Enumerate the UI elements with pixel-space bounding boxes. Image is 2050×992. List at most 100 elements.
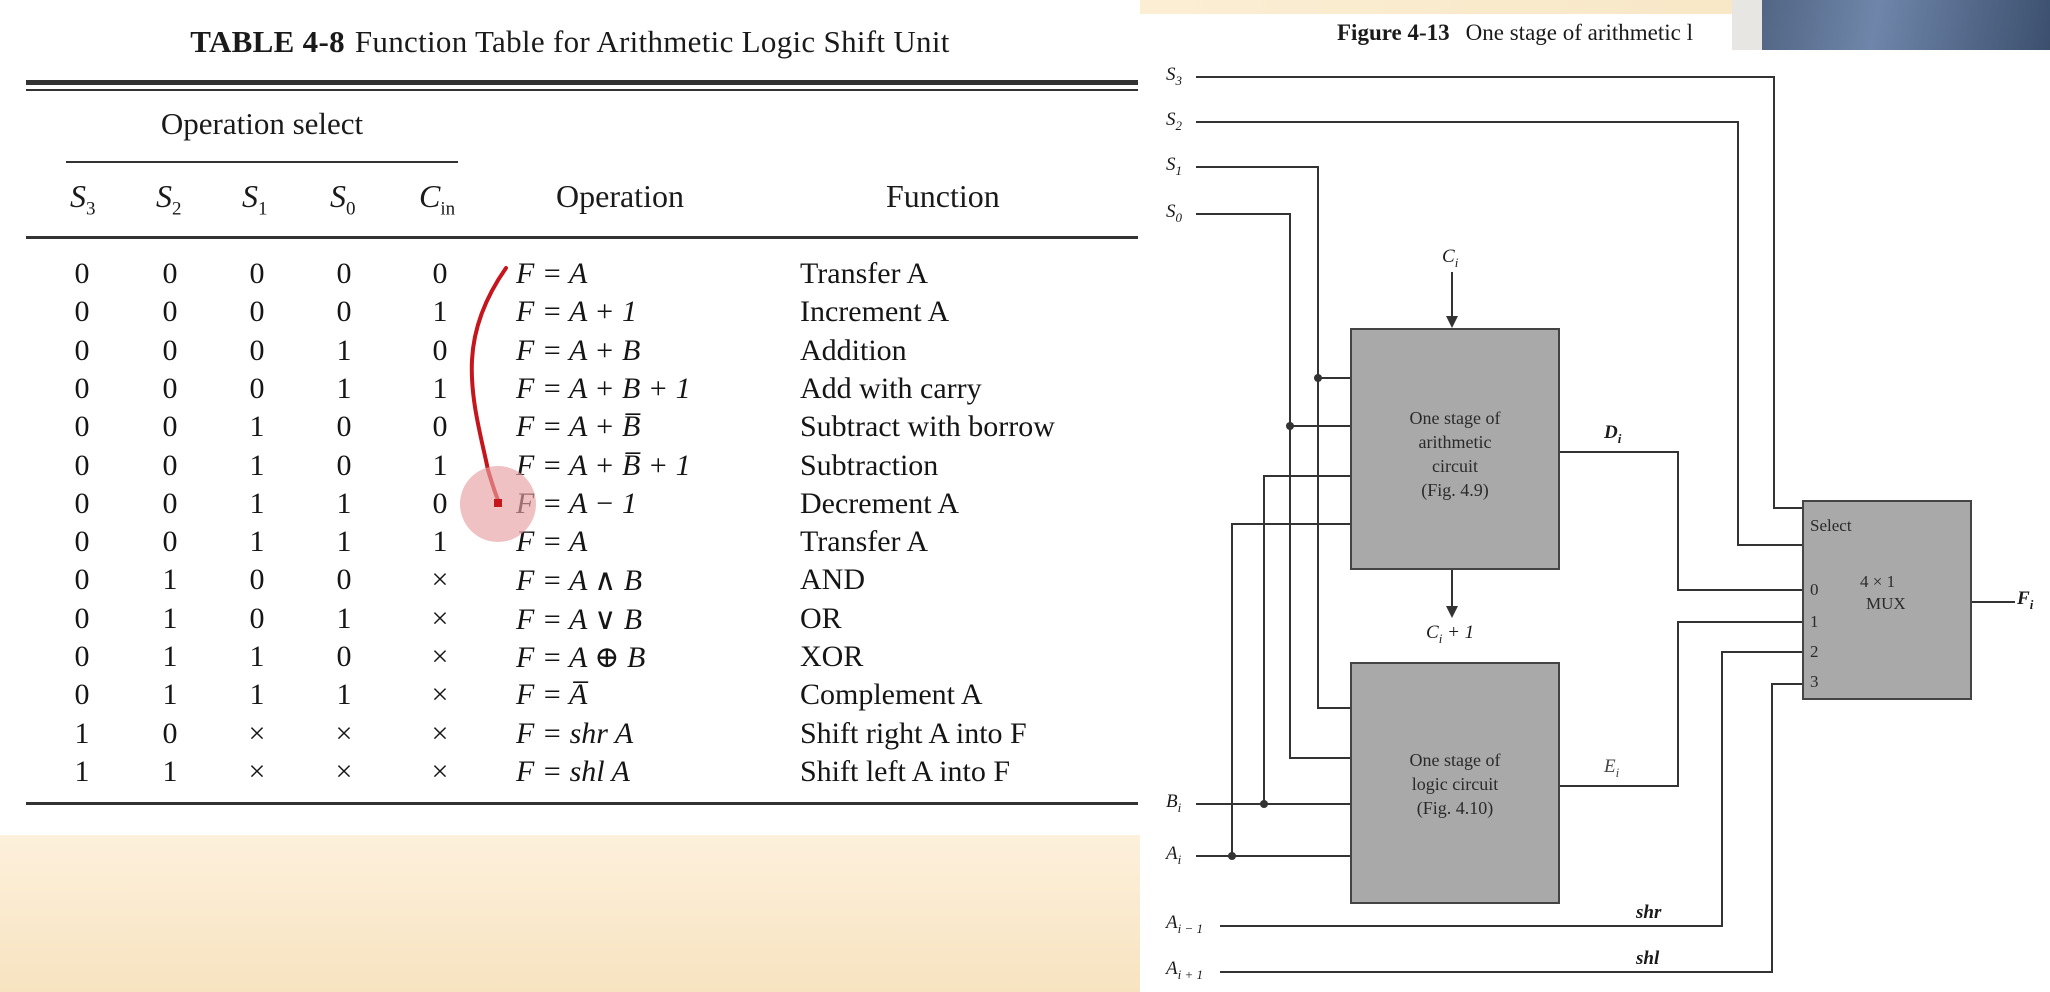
junction-bi <box>1260 800 1268 808</box>
label-bi: Bi <box>1166 791 1182 815</box>
cell-s1: 0 <box>249 257 265 290</box>
table-number: TABLE 4-8 <box>190 24 345 59</box>
cell-operation: F = A̅ <box>516 678 588 712</box>
cell-operation: F = A + B̅ <box>516 410 641 444</box>
cell-s1: 1 <box>249 448 265 482</box>
cell-cin: × <box>431 716 449 750</box>
arithmetic-stage-block: One stage of arithmetic circuit (Fig. 4.… <box>1350 328 1560 570</box>
header-operation: Operation <box>556 178 684 214</box>
cell-s2: 1 <box>162 601 178 635</box>
cell-function: AND <box>800 563 865 597</box>
wire-bi <box>1196 475 1350 805</box>
mux-select-label: Select <box>1810 516 1852 535</box>
page-background-strip <box>0 835 1140 992</box>
figure-number: Figure 4-13 <box>1337 20 1450 45</box>
cell-s2: 0 <box>162 448 178 482</box>
cell-cin: × <box>431 754 449 788</box>
label-s3: S3 <box>1166 64 1182 88</box>
cell-s1: 1 <box>249 525 265 559</box>
webcam-overlay <box>1732 0 2050 50</box>
cell-s1: 0 <box>249 563 265 597</box>
cell-s3: 0 <box>74 563 90 597</box>
cell-cin: × <box>431 678 449 712</box>
cell-s3: 0 <box>74 640 90 673</box>
operation-select-heading: Operation select <box>160 106 364 141</box>
cell-s0: 0 <box>336 295 352 329</box>
cell-s3: 0 <box>74 410 90 444</box>
logic-block-line-1: One stage of <box>1409 750 1501 770</box>
wire-shr <box>1220 651 1802 927</box>
cell-s3: 0 <box>74 525 90 559</box>
cell-s3: 1 <box>74 754 90 788</box>
header-s1: S1 <box>242 178 268 220</box>
cell-s3: 0 <box>74 257 90 290</box>
cell-function: Subtraction <box>800 448 939 482</box>
label-fi: Fi <box>2017 588 2034 612</box>
arrow-ci-plus-1 <box>1446 606 1458 618</box>
cell-s2: 0 <box>162 525 178 559</box>
wire-s3 <box>1196 76 1802 509</box>
cell-s2: 1 <box>162 640 178 673</box>
cell-s0: 1 <box>336 678 352 712</box>
cell-s3: 0 <box>74 601 90 635</box>
cell-function: Increment A <box>800 295 950 329</box>
cell-operation: F = A − 1 <box>516 486 638 520</box>
cell-function: Shift left A into F <box>800 754 1011 788</box>
cell-function: Decrement A <box>800 486 960 520</box>
mux-size-label: 4 × 1 <box>1860 572 1896 591</box>
cell-s0: 1 <box>336 333 352 367</box>
mux-name-label: MUX <box>1866 594 1906 613</box>
cell-s1: × <box>248 716 266 750</box>
wire-s0 <box>1196 213 1350 759</box>
logic-block-line-3: (Fig. 4.10) <box>1416 798 1494 818</box>
cell-s2: 1 <box>162 678 178 712</box>
cell-s1: 1 <box>249 486 265 520</box>
wire-ei <box>1558 621 1802 787</box>
logic-block-line-2: logic circuit <box>1411 774 1499 794</box>
label-ci-plus-1: Ci + 1 <box>1426 622 1475 646</box>
label-s2: S2 <box>1166 109 1182 133</box>
header-function: Function <box>886 178 1000 214</box>
cell-operation: F = A ∧ B <box>516 564 643 598</box>
cell-function: Complement A <box>800 678 983 712</box>
cell-s2: 0 <box>162 333 178 367</box>
cell-s0: 0 <box>336 640 352 673</box>
cell-function: Transfer A <box>800 525 929 559</box>
junction-s0 <box>1286 422 1294 430</box>
cell-s0: 0 <box>336 448 352 482</box>
cell-s1: 0 <box>249 601 265 635</box>
label-s1: S1 <box>1166 154 1182 178</box>
cell-operation: F = A <box>516 257 588 290</box>
cell-s0: 0 <box>336 563 352 597</box>
label-di: Di <box>1604 422 1622 446</box>
cell-s3: 0 <box>74 448 90 482</box>
label-a-i-minus-1: Ai − 1 <box>1166 912 1203 936</box>
cell-operation: F = A ⊕ B <box>516 641 646 674</box>
table-caption: TABLE 4-8 Function Table for Arithmetic L… <box>0 24 1140 60</box>
mux-input-1: 1 <box>1810 612 1819 631</box>
cell-cin: 1 <box>432 525 448 559</box>
table-title: Function Table for Arithmetic Logic Shif… <box>354 24 950 59</box>
cell-s2: 0 <box>162 257 178 290</box>
mux-input-0: 0 <box>1810 580 1819 599</box>
cell-s0: × <box>335 754 353 788</box>
header-s3: S3 <box>70 178 96 220</box>
cell-cin: 0 <box>432 257 448 290</box>
circuit-wires <box>1196 76 2015 973</box>
mux-input-2: 2 <box>1810 642 1819 661</box>
cell-s1: × <box>248 754 266 788</box>
label-ai: Ai <box>1166 843 1182 867</box>
cell-s1: 1 <box>249 640 265 673</box>
cell-operation: F = shr A <box>516 716 634 750</box>
arith-block-line-1: One stage of <box>1409 408 1501 428</box>
cell-cin: 0 <box>432 333 448 367</box>
header-rule <box>26 236 1138 239</box>
